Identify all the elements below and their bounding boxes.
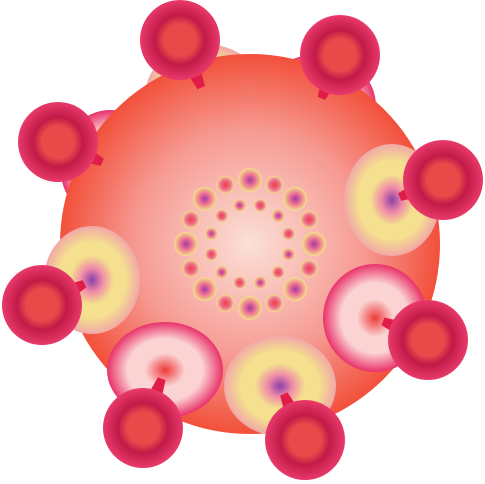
- outer-dot-9: [238, 296, 262, 320]
- outer-dot-15: [192, 186, 217, 211]
- inner-dot-6: [253, 276, 267, 290]
- outer-dot-13: [174, 232, 198, 256]
- outer-dot-3: [283, 186, 308, 211]
- inner-dot-10: [204, 227, 218, 241]
- inner-dot-9: [204, 247, 218, 261]
- knob-6: [103, 388, 183, 468]
- inner-dot-7: [233, 276, 247, 290]
- knob-1: [140, 0, 220, 80]
- outer-dot-2: [265, 175, 284, 194]
- outer-dot-12: [181, 259, 200, 278]
- knob-4: [388, 300, 468, 380]
- outer-dot-1: [238, 168, 262, 192]
- knob-7: [2, 265, 82, 345]
- outer-dot-14: [181, 210, 200, 229]
- inner-dot-1: [253, 198, 267, 212]
- inner-dot-8: [215, 265, 229, 279]
- inner-dot-4: [282, 247, 296, 261]
- inner-dot-3: [282, 227, 296, 241]
- knob-2: [300, 15, 380, 95]
- outer-dot-8: [265, 294, 284, 313]
- center-dot-rings: [174, 168, 326, 320]
- knob-8: [18, 102, 98, 182]
- outer-dot-16: [216, 175, 235, 194]
- outer-dot-11: [192, 277, 217, 302]
- knob-3: [403, 140, 483, 220]
- outer-dot-4: [300, 210, 319, 229]
- outer-dot-5: [302, 232, 326, 256]
- outer-dot-10: [216, 294, 235, 313]
- inner-dot-11: [215, 209, 229, 223]
- outer-dot-7: [283, 277, 308, 302]
- knob-5: [265, 400, 345, 480]
- outer-dot-6: [300, 259, 319, 278]
- inner-dot-2: [271, 209, 285, 223]
- inner-dot-5: [271, 265, 285, 279]
- inner-dot-12: [233, 198, 247, 212]
